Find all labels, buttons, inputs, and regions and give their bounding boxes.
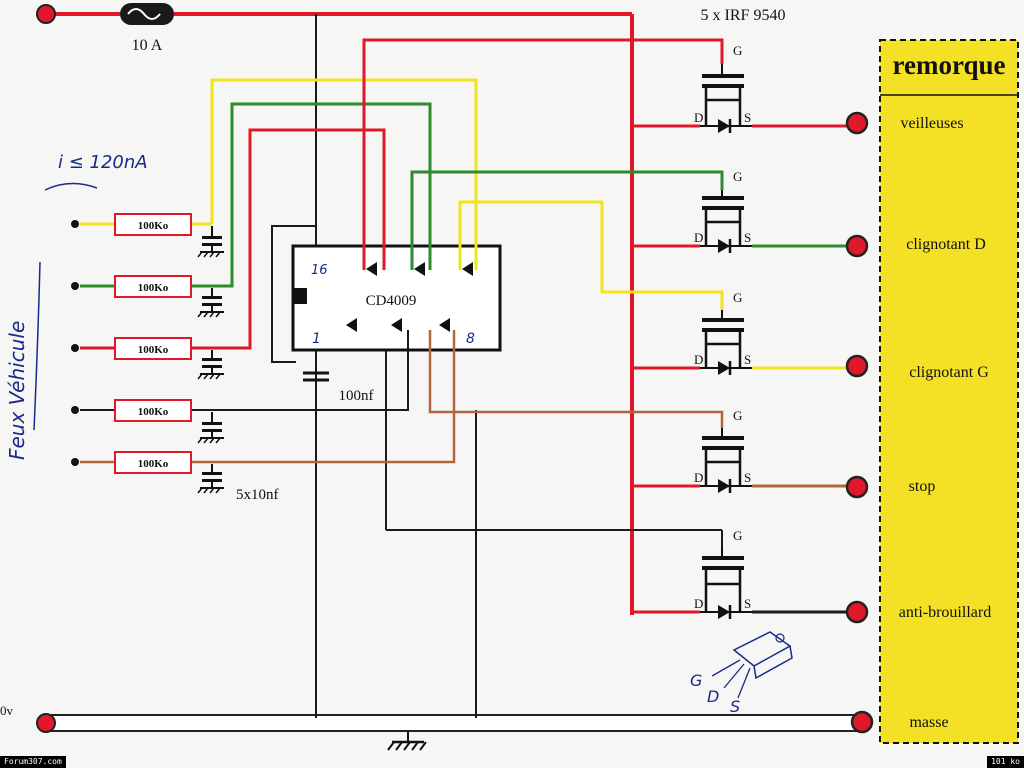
mosfet-5-source-label: S (744, 596, 751, 611)
mosfet-1-gate-label: G (733, 43, 742, 58)
output-label-clignotant-d: clignotant D (906, 236, 986, 253)
fuse-symbol (120, 3, 174, 25)
input-terminal-2 (71, 282, 79, 290)
chip-pin-16: 16 (311, 263, 328, 278)
filter-cap-label: 5x10nf (236, 487, 279, 503)
mosfet-1-source-label: S (744, 110, 751, 125)
ground-terminal-left (36, 713, 56, 733)
buffer-1 (366, 262, 377, 276)
chip-name: CD4009 (366, 293, 417, 309)
filter-capacitor-2 (197, 288, 224, 318)
filter-capacitor-5 (197, 464, 224, 494)
mosfet-2-gate-label: G (733, 169, 742, 184)
annotation-current: i ≤ 120nA (58, 152, 148, 173)
wire-red (80, 128, 386, 350)
resistor-4 (114, 399, 192, 422)
output-label-clignotant-g: clignotant G (909, 364, 989, 381)
supply-terminal (36, 4, 56, 24)
annotation-vehicle: Feux Véhicule (5, 321, 29, 460)
mosfet-5-gate-label: G (733, 528, 742, 543)
resistor-5 (114, 451, 192, 474)
wire-gate-3 (458, 200, 724, 310)
trailer-title: remorque (893, 50, 1006, 80)
output-terminal-clignotant-d (845, 234, 869, 258)
mosfet-1 (632, 64, 854, 133)
footer-size: 101 ko (987, 756, 1024, 768)
output-label-veilleuses: veilleuses (900, 115, 963, 132)
wire-chip-supply (271, 225, 316, 363)
mosfet-4-drain-label: D (694, 470, 703, 485)
mosfet-4-gate-label: G (733, 408, 742, 423)
mosfet-5 (632, 548, 854, 619)
decoupling-capacitor (303, 371, 329, 382)
trailer-panel (879, 39, 1019, 744)
decoupling-cap-label: 100nf (339, 388, 374, 404)
filter-capacitor-4 (197, 412, 224, 444)
wire-gate-4 (428, 330, 724, 428)
input-terminal-5 (71, 458, 79, 466)
mosfet-3-drain-label: D (694, 352, 703, 367)
output-label-masse: masse (909, 714, 948, 731)
mosfet-5-drain-label: D (694, 596, 703, 611)
footer-source: Forum307.com (0, 756, 66, 768)
resistor-1-label: 100Ko (138, 220, 169, 232)
mosfet-4-source-label: S (744, 470, 751, 485)
buffer-4 (346, 318, 357, 332)
input-terminal-4 (71, 406, 79, 414)
mosfet-3-gate-label: G (733, 290, 742, 305)
chip-pin-1: 1 (312, 331, 321, 347)
annotation-vehicle-stroke (33, 261, 41, 431)
mosfet-2-drain-label: D (694, 230, 703, 245)
mosfet-3-source-label: S (744, 352, 751, 367)
output-terminal-anti-brouillard (845, 600, 869, 624)
ground-bus (45, 714, 864, 732)
resistor-2 (114, 275, 192, 298)
mosfet-pinout-sketch (711, 631, 793, 699)
input-terminal-3 (71, 344, 79, 352)
resistor-1 (114, 213, 192, 236)
wire-brown-input (80, 330, 456, 464)
mosfet-1-drain-label: D (694, 110, 703, 125)
mosfet-2-source-label: S (744, 230, 751, 245)
buffer-3 (462, 262, 473, 276)
pinout-label-s: S (730, 697, 740, 716)
filter-capacitor-1 (197, 226, 224, 258)
output-terminal-stop (845, 475, 869, 499)
mosfet-2 (632, 190, 854, 253)
output-terminal-veilleuses (845, 111, 869, 135)
mosfet-3 (632, 310, 854, 375)
left-edge-label: 0v (0, 703, 14, 718)
pinout-label-d: D (707, 687, 719, 706)
resistor-4-label: 100Ko (138, 406, 169, 418)
chassis-ground-symbol (387, 731, 427, 751)
buffer-2 (414, 262, 425, 276)
output-label-stop: stop (909, 478, 936, 495)
output-terminal-clignotant-g (845, 354, 869, 378)
resistor-3-label: 100Ko (138, 344, 169, 356)
mosfet-4 (632, 428, 854, 493)
resistor-5-label: 100Ko (138, 458, 169, 470)
resistor-2-label: 100Ko (138, 282, 169, 294)
wire-gate-2 (410, 170, 724, 270)
filter-capacitor-3 (197, 350, 224, 380)
resistor-3 (114, 337, 192, 360)
annotation-arrow (44, 182, 98, 191)
input-terminal-1 (71, 220, 79, 228)
chip-pin-8: 8 (466, 331, 475, 347)
fuse-label: 10 A (132, 37, 163, 54)
buffer-5 (391, 318, 402, 332)
mosfet-label: 5 x IRF 9540 (701, 7, 786, 24)
wire-gate-1 (362, 38, 724, 270)
chip-cd4009 (291, 244, 502, 352)
pinout-label-g: G (690, 671, 702, 690)
output-terminal-masse (850, 710, 874, 734)
buffer-6 (439, 318, 450, 332)
output-label-anti-brouillard: anti-brouillard (899, 604, 991, 621)
wire-yellow (80, 78, 478, 270)
chip-notch (293, 288, 307, 304)
